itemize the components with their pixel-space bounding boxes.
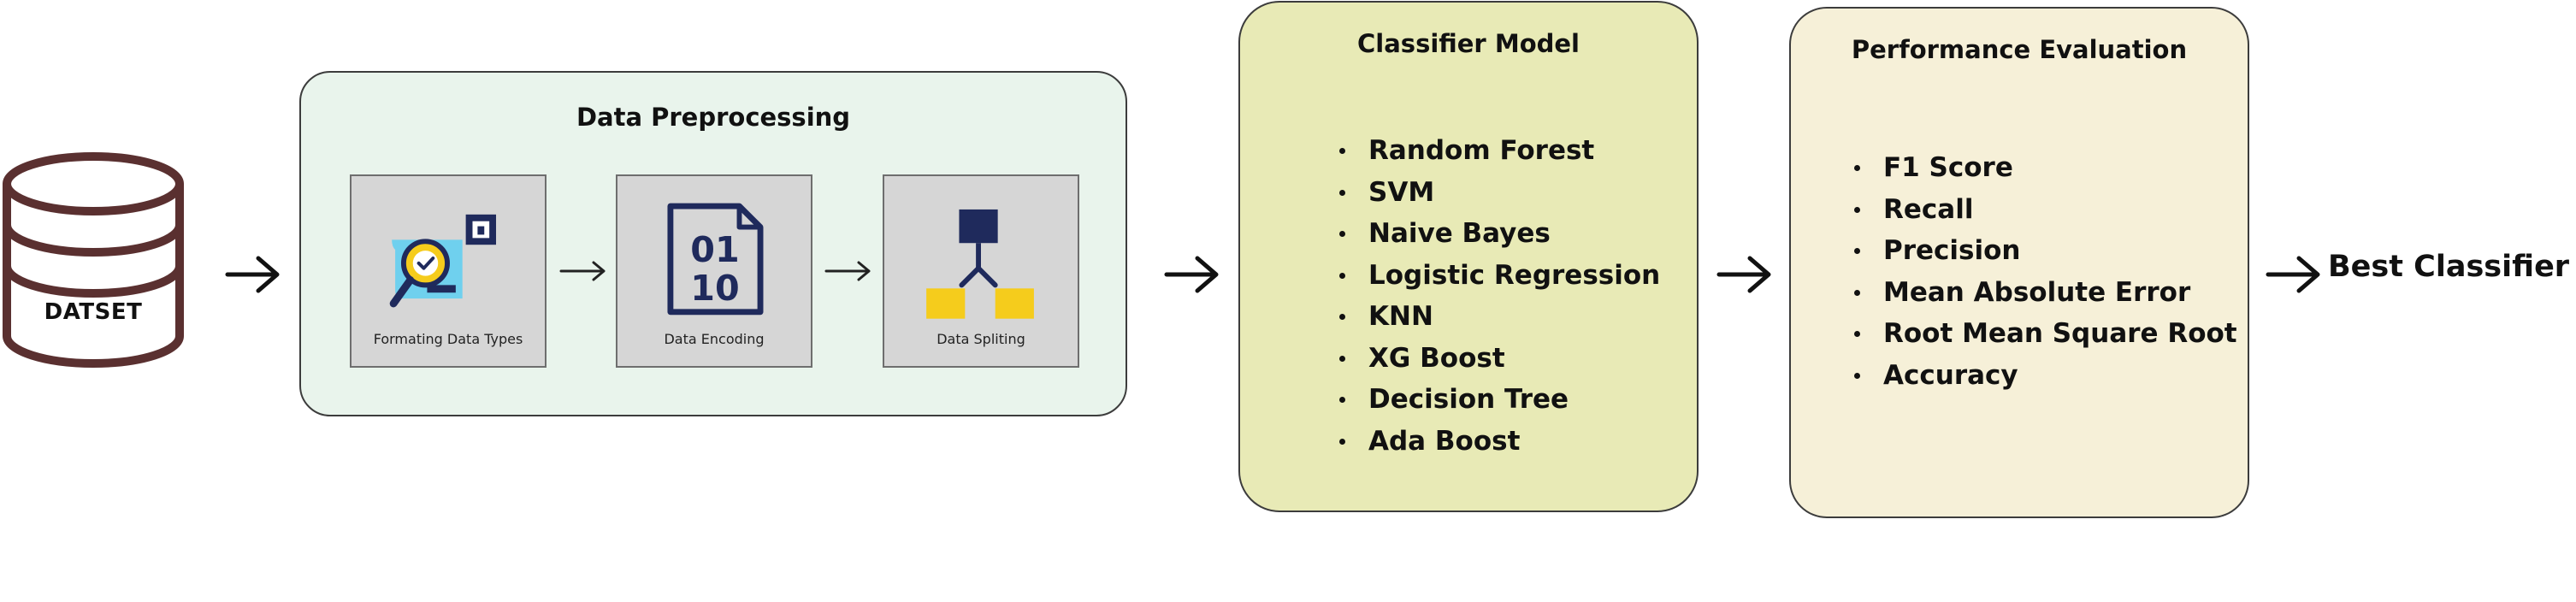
classifier-list: Random Forest SVM Naive Bayes Logistic R… <box>1336 130 1660 462</box>
database-icon <box>2 152 184 368</box>
arrow-right-icon <box>824 261 871 281</box>
list-item: Root Mean Square Root <box>1851 313 2237 355</box>
list-item: Recall <box>1851 189 2237 231</box>
step-data-encoding: 01 10 Data Encoding <box>616 174 812 368</box>
list-item: F1 Score <box>1851 147 2237 189</box>
preprocessing-title: Data Preprocessing <box>576 103 851 132</box>
classifier-title: Classifier Model <box>1357 29 1580 58</box>
step-label: Data Encoding <box>664 331 765 347</box>
step-data-splitting: Data Spliting <box>883 174 1079 368</box>
list-item: Random Forest <box>1336 130 1660 172</box>
list-item: Logistic Regression <box>1336 255 1660 297</box>
evaluation-list: F1 Score Recall Precision Mean Absolute … <box>1851 147 2237 396</box>
list-item: SVM <box>1336 172 1660 214</box>
arrow-right-icon <box>559 261 606 281</box>
evaluation-title: Performance Evaluation <box>1851 35 2188 64</box>
binary-top-digits: 01 <box>690 229 739 270</box>
list-item: Mean Absolute Error <box>1851 272 2237 314</box>
dataset-label: DATSET <box>44 299 143 325</box>
binary-bottom-digits: 10 <box>690 268 739 309</box>
evaluation-panel <box>1789 7 2249 518</box>
list-item: Ada Boost <box>1336 421 1660 463</box>
list-item: XG Boost <box>1336 338 1660 380</box>
best-classifier-label: Best Classifier <box>2328 250 2570 284</box>
arrow-right-icon <box>1716 256 1771 293</box>
binary-file-icon: 01 10 <box>667 203 764 316</box>
list-item: Decision Tree <box>1336 379 1660 421</box>
list-item: Naive Bayes <box>1336 213 1660 255</box>
classifier-panel <box>1238 1 1699 512</box>
step-label: Data Spliting <box>936 331 1025 347</box>
arrow-right-icon <box>225 256 280 293</box>
arrow-right-icon <box>2266 256 2320 293</box>
list-item: KNN <box>1336 296 1660 338</box>
step-formatting-data-types: Formating Data Types <box>350 174 547 368</box>
arrow-right-icon <box>1164 256 1219 293</box>
list-item: Accuracy <box>1851 355 2237 397</box>
document-magnifier-icon <box>389 214 497 308</box>
step-label: Formating Data Types <box>373 331 523 347</box>
list-item: Precision <box>1851 230 2237 272</box>
split-diagram-icon <box>926 209 1034 319</box>
